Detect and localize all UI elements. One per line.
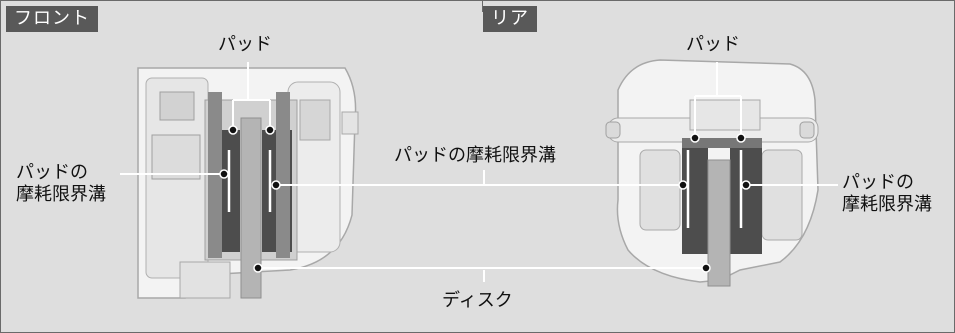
disc-label: ディスク <box>442 290 513 311</box>
wear-groove-center-label: パッドの摩耗限界溝 <box>394 145 556 166</box>
rear-outer-pad <box>730 142 762 254</box>
rear-tab-label: リア <box>483 6 537 32</box>
front-caliper <box>137 67 359 299</box>
rear-disc <box>707 159 731 287</box>
rear-wear-groove-line1: パッドの <box>842 172 914 193</box>
rear-pad-label: パッド <box>686 34 740 55</box>
front-tab-label: フロント <box>6 6 98 32</box>
marker-dots <box>219 125 751 273</box>
front-wear-groove-line2: 摩耗限界溝 <box>16 184 106 205</box>
rear-wear-groove-line2: 摩耗限界溝 <box>842 194 932 215</box>
rear-inner-pad <box>682 142 708 254</box>
front-wear-groove-line1: パッドの <box>16 162 88 183</box>
leader-lines <box>120 62 838 282</box>
front-pad-label: パッド <box>218 34 272 55</box>
rear-caliper <box>605 59 819 287</box>
front-wear-groove-label: パッドの 摩耗限界溝 <box>16 162 106 206</box>
front-disc <box>240 117 262 299</box>
rear-wear-groove-label: パッドの 摩耗限界溝 <box>842 172 932 216</box>
section-divider <box>482 0 483 12</box>
